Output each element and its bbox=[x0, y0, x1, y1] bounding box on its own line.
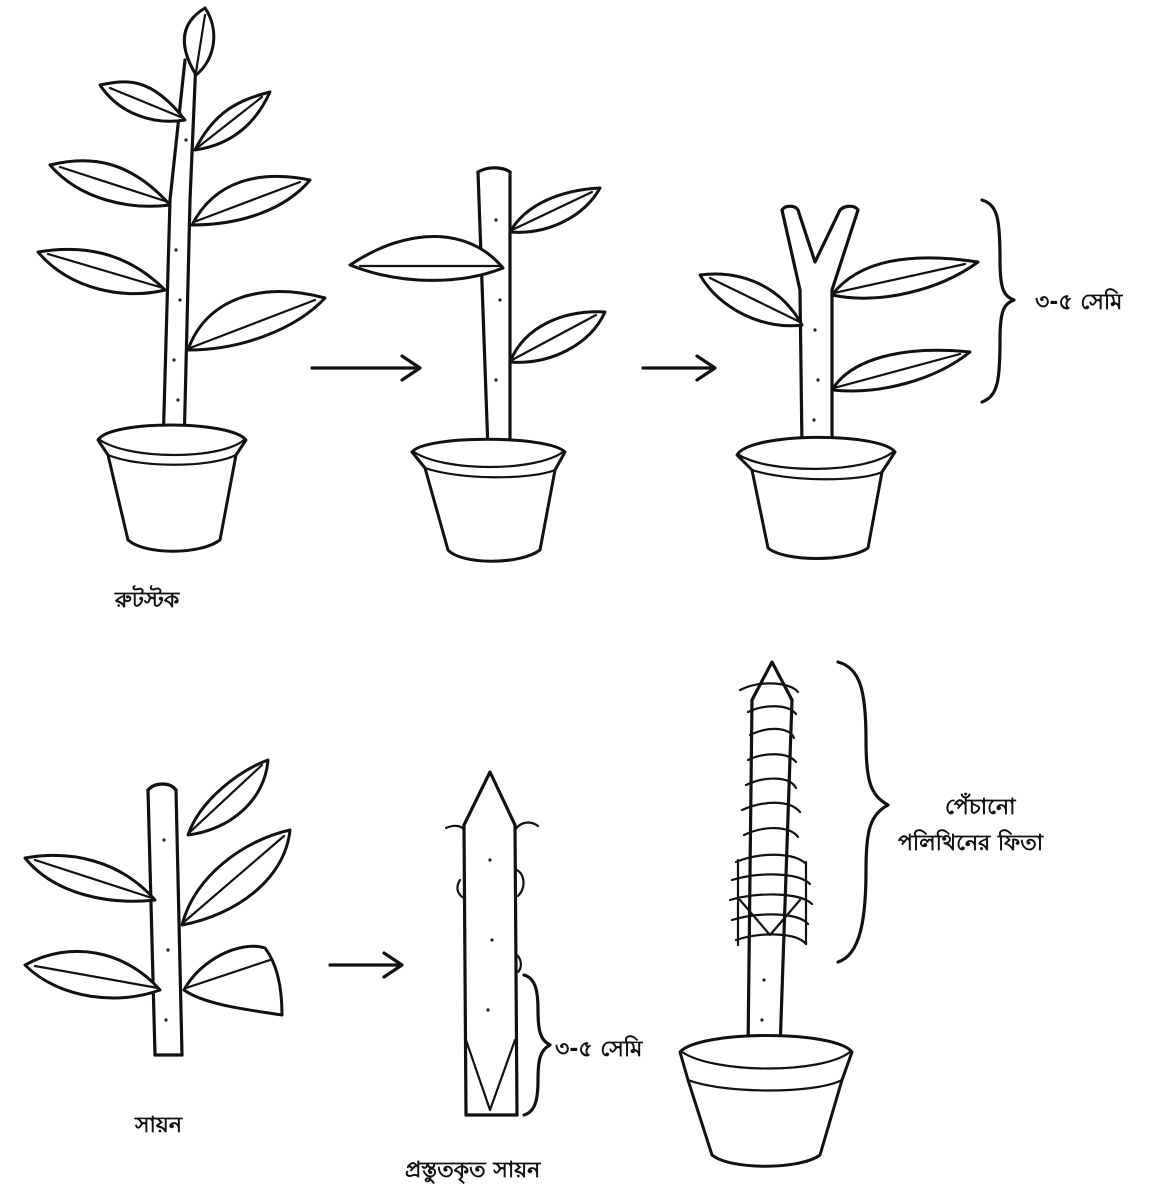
label-scion: সায়ন bbox=[135, 1108, 182, 1145]
label-prepared-scion: প্রস্তুতকৃত সায়ন bbox=[405, 1153, 540, 1190]
scion-plant bbox=[25, 760, 290, 1055]
label-wrap-line2: পলিথিনের ফিতা bbox=[898, 826, 1043, 863]
arrow-3 bbox=[330, 953, 402, 977]
label-rootstock: রুটস্টক bbox=[115, 583, 179, 620]
rootstock-plant bbox=[38, 8, 325, 551]
topped-rootstock-plant bbox=[350, 168, 605, 561]
label-length-top: ৩-৫ সেমি bbox=[1035, 285, 1122, 322]
prepared-scion bbox=[446, 772, 550, 1115]
cleft-rootstock-plant bbox=[700, 200, 1014, 559]
arrow-2 bbox=[643, 356, 715, 380]
arrow-1 bbox=[312, 356, 420, 380]
grafted-plant bbox=[680, 662, 888, 1166]
label-wrap-line1: পেঁচানো bbox=[945, 790, 1015, 827]
label-length-bottom: ৩-৫ সেমি bbox=[555, 1032, 642, 1069]
